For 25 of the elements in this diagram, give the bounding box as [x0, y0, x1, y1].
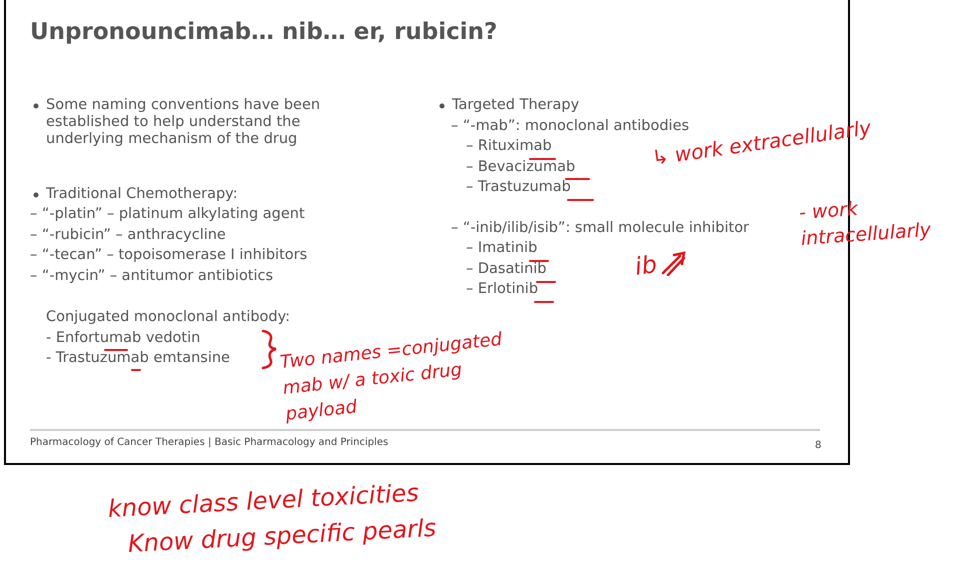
list-item: – Imatinib: [466, 240, 538, 257]
list-item: – “-tecan” – topoisomerase I inhibitors: [30, 247, 308, 264]
list-item: – Dasatinib: [466, 261, 546, 278]
page-number: 8: [815, 440, 822, 452]
list-item: – Bevacizumab: [466, 159, 576, 176]
list-item: – “-mab”: monoclonal antibodies: [451, 118, 690, 135]
bullet-text: Some naming conventions have been established to help understand the underlying mechanism of the drug: [46, 97, 322, 148]
bullet-text: Traditional Chemotherapy:: [46, 186, 238, 203]
handwritten-note: - work intracellularly: [798, 196, 933, 252]
bullet-text: Targeted Therapy: [452, 97, 580, 114]
handwritten-note: know class level toxicities: [107, 478, 420, 523]
list-item: – Rituximab: [466, 138, 552, 155]
list-item: – “-platin” – platinum alkylating agent: [30, 206, 305, 223]
list-item: – “-inib/ilib/isib”: small molecule inhibitor: [451, 220, 750, 237]
footer-text: Pharmacology of Cancer Therapies | Basic Pharmacology and Principles: [30, 437, 388, 449]
list-item: – Trastuzumab: [466, 179, 571, 196]
slide-title: Unpronouncimab… nib… er, rubicin?: [30, 18, 498, 46]
handwritten-note: Two names =conjugated mab w/ a toxic drug payload: [278, 328, 504, 427]
list-item: - Enfortumab vedotin: [46, 330, 200, 347]
list-item: – “-rubicin” – anthracycline: [30, 227, 226, 244]
list-item: - Trastuzumab emtansine: [46, 350, 230, 367]
handwritten-note: ib: [633, 250, 659, 281]
list-item: – Erlotinib: [466, 281, 538, 298]
section-heading: Conjugated monoclonal antibody:: [46, 309, 290, 326]
list-item: – “-mycin” – antitumor antibiotics: [30, 268, 274, 285]
